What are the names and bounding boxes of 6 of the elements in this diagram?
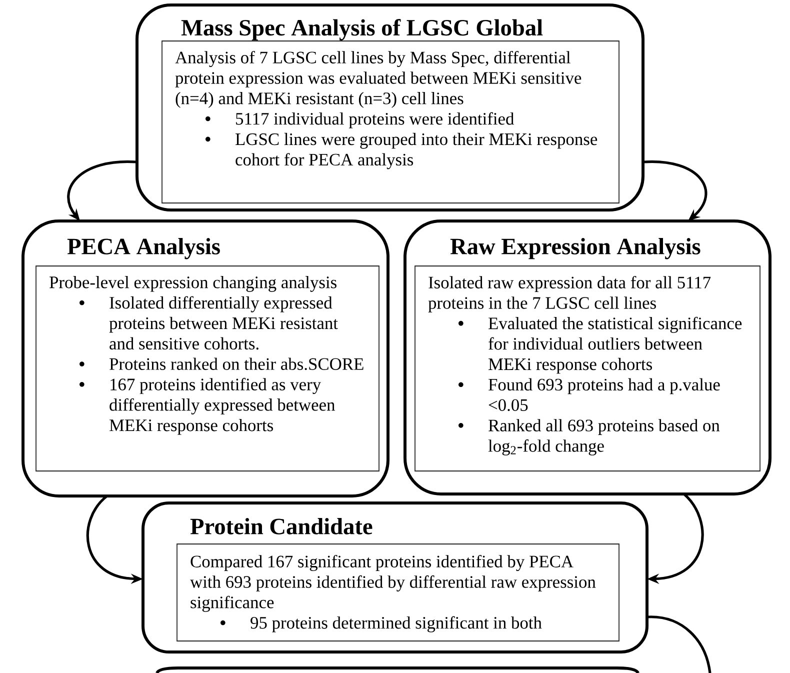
text-panel: Isolated raw expression data for all 5117 proteins in the 7 LGSC cell lines Evaluated the statistical significance for individual outliers between MEKi response cohorts Found 693 proteins had a p.value <0.05 Ranked all 693 proteins based on log$_{2}$-fold change <box>414 266 760 472</box>
box-outline <box>156 666 639 673</box>
text-panel: Analysis of 7 LGSC cell lines by Mass Spec, differential protein expression was evaluated between MEKi sensitive (n=4) and MEKi resistant (n=3) cell lines 5117 individual proteins were identified LGSC lines were grouped into their MEKi response cohort for PECA analysis <box>162 40 620 204</box>
text-panel: Probe-level expression changing analysis Isolated differentially expressed proteins between MEKi resistant and sensitive cohorts. Proteins ranked on their abs.SCORE 167 proteins identified as very differentially expressed between MEKi response cohorts <box>36 266 380 472</box>
text-panel: Compared 167 significant proteins identified by PECA with 693 proteins identified by differential raw expression significance 95 proteins determined significant in both <box>176 544 620 642</box>
connector-line <box>647 616 712 673</box>
